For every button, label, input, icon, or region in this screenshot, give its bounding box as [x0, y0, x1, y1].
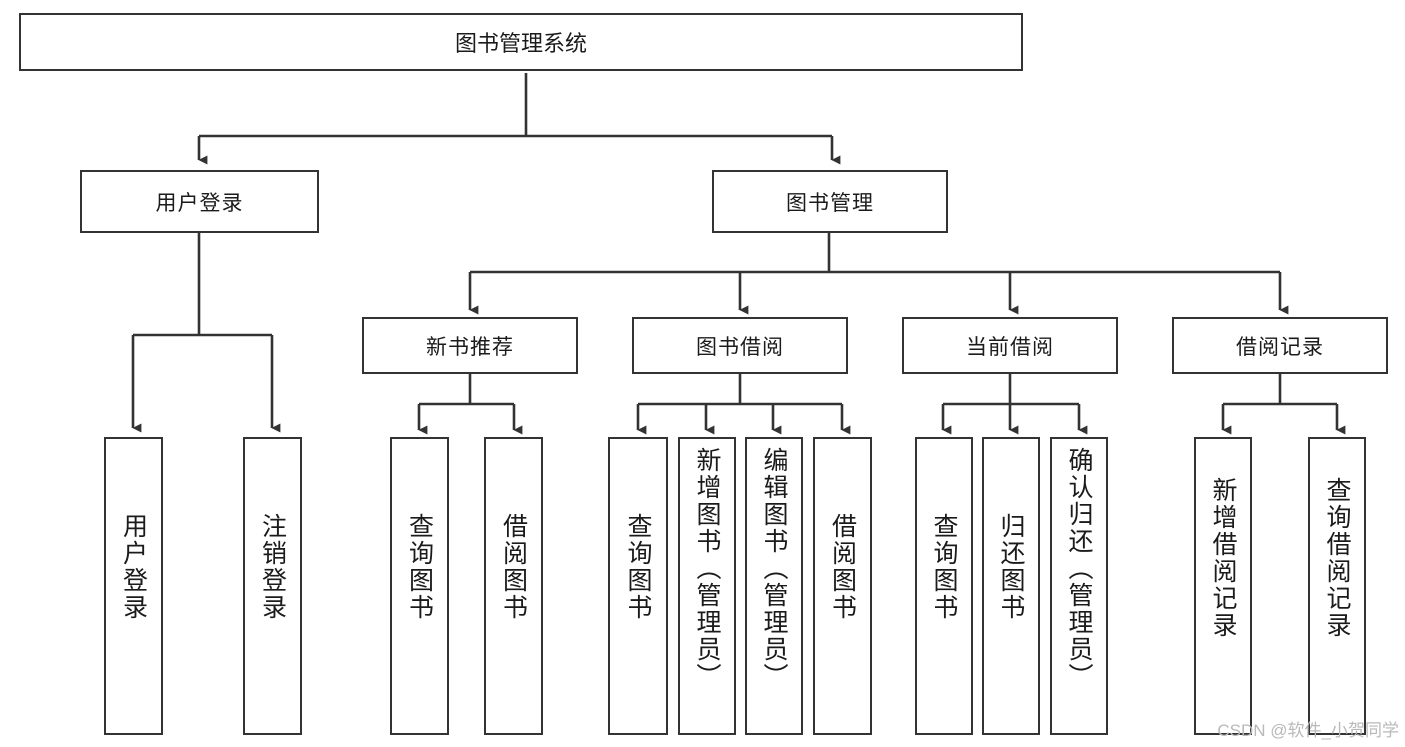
node-book-borrow-label: 图书借阅 [696, 335, 784, 359]
leaf-confirm-return-label: 确认归还（管理员） [1065, 447, 1093, 690]
node-user-login-label: 用户登录 [155, 191, 244, 215]
leaf-query-book-3-label: 查询图书 [930, 513, 958, 621]
leaf-query-record[interactable]: 查询借阅记录 [1308, 437, 1366, 735]
leaf-borrow-book-1-label: 借阅图书 [499, 513, 528, 621]
node-new-book-recommend-label: 新书推荐 [426, 335, 514, 359]
node-book-manage-label: 图书管理 [786, 191, 874, 215]
leaf-query-book-2-label: 查询图书 [624, 513, 652, 621]
leaf-borrow-book-2[interactable]: 借阅图书 [813, 437, 872, 735]
leaf-add-record[interactable]: 新增借阅记录 [1194, 437, 1252, 735]
node-current-borrow[interactable]: 当前借阅 [902, 317, 1118, 374]
leaf-user-login-label: 用户登录 [119, 513, 148, 621]
leaf-query-book-1-label: 查询图书 [405, 513, 434, 621]
node-root-label: 图书管理系统 [454, 31, 587, 56]
leaf-query-book-2[interactable]: 查询图书 [608, 437, 668, 735]
node-user-login[interactable]: 用户登录 [80, 170, 319, 233]
leaf-add-record-label: 新增借阅记录 [1209, 477, 1237, 639]
node-borrow-record-label: 借阅记录 [1236, 335, 1324, 359]
leaf-query-book-3[interactable]: 查询图书 [915, 437, 973, 735]
leaf-logout-login[interactable]: 注销登录 [243, 437, 302, 735]
node-current-borrow-label: 当前借阅 [966, 335, 1054, 359]
leaf-user-login[interactable]: 用户登录 [104, 437, 163, 735]
node-root[interactable]: 图书管理系统 [19, 13, 1023, 71]
node-borrow-record[interactable]: 借阅记录 [1172, 317, 1388, 374]
node-book-borrow[interactable]: 图书借阅 [632, 317, 848, 374]
leaf-add-book-label: 新增图书（管理员） [693, 447, 721, 690]
leaf-logout-login-label: 注销登录 [258, 513, 287, 621]
leaf-edit-book-label: 编辑图书（管理员） [760, 447, 788, 690]
watermark: CSDN @软件_小贺同学 [1217, 721, 1399, 740]
leaf-borrow-book-1[interactable]: 借阅图书 [484, 437, 543, 735]
leaf-query-record-label: 查询借阅记录 [1323, 477, 1351, 639]
leaf-add-book[interactable]: 新增图书（管理员） [678, 437, 736, 735]
leaf-return-book[interactable]: 归还图书 [982, 437, 1040, 735]
leaf-return-book-label: 归还图书 [997, 513, 1025, 621]
node-new-book-recommend[interactable]: 新书推荐 [362, 317, 578, 374]
leaf-query-book-1[interactable]: 查询图书 [390, 437, 449, 735]
leaf-confirm-return[interactable]: 确认归还（管理员） [1050, 437, 1108, 735]
node-book-manage[interactable]: 图书管理 [712, 170, 948, 233]
leaf-borrow-book-2-label: 借阅图书 [828, 513, 857, 621]
leaf-edit-book[interactable]: 编辑图书（管理员） [745, 437, 803, 735]
